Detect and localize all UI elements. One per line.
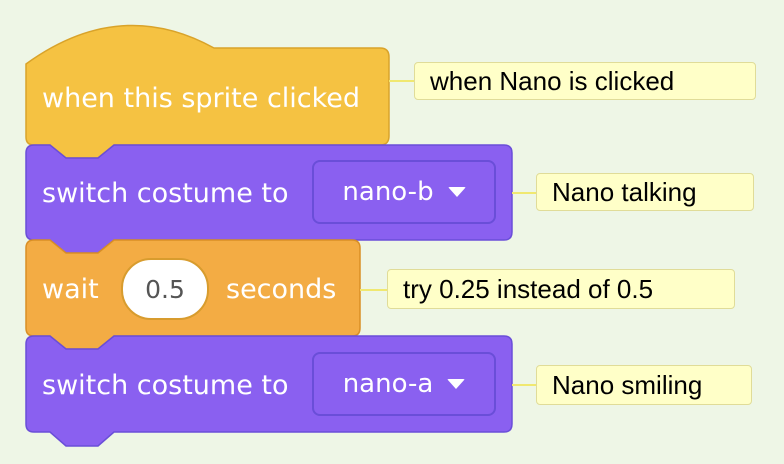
costume-dropdown-1-value: nano-b	[342, 177, 434, 207]
seconds-label: seconds	[226, 274, 337, 305]
switch-costume-label-1: switch costume to	[42, 178, 289, 209]
comment-hat[interactable]: when Nano is clicked	[414, 62, 756, 100]
costume-dropdown-2[interactable]: nano-a	[312, 352, 496, 416]
comment-connector	[389, 80, 415, 82]
comment-connector	[512, 192, 536, 194]
comment-switch-costume-1[interactable]: Nano talking	[536, 173, 754, 211]
wait-seconds-input[interactable]: 0.5	[121, 258, 209, 320]
switch-costume-label-2: switch costume to	[42, 370, 289, 401]
comment-wait[interactable]: try 0.25 instead of 0.5	[387, 269, 735, 309]
wait-label: wait	[42, 274, 99, 305]
comment-connector	[360, 289, 388, 291]
costume-dropdown-2-value: nano-a	[342, 369, 434, 399]
dropdown-arrow-icon	[447, 187, 466, 197]
comment-switch-costume-2[interactable]: Nano smiling	[536, 365, 752, 405]
costume-dropdown-1[interactable]: nano-b	[312, 160, 496, 224]
comment-connector	[512, 384, 536, 386]
hat-block-label: when this sprite clicked	[42, 83, 361, 114]
dropdown-arrow-icon	[447, 379, 466, 389]
